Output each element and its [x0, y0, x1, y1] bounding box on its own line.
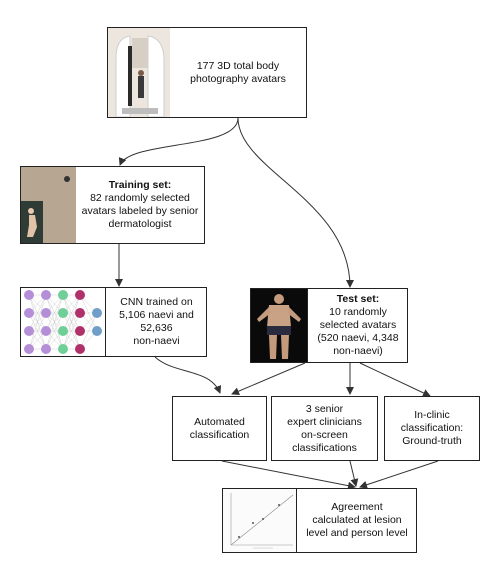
- nn-edge: [45, 312, 64, 350]
- nn-edge: [62, 294, 81, 332]
- test-text: 10 randomly selected avatars (520 naevi,…: [317, 306, 399, 357]
- node-cnn-label: CNN trained on 5,106 naevi and 52,636 no…: [105, 288, 207, 356]
- node-inclinic: [384, 396, 480, 461]
- nn-node: [41, 308, 51, 318]
- arrow-cnn-to-automated: [154, 356, 222, 394]
- training-title: Training set:: [108, 179, 172, 191]
- nn-edge: [79, 312, 98, 350]
- node-training-label: Training set: 82 randomly selected avata…: [76, 167, 204, 243]
- node-automated-label: Automated classification: [189, 415, 250, 441]
- nn-node: [58, 344, 68, 354]
- node-clinicians: [271, 396, 378, 461]
- nn-edge: [62, 312, 81, 350]
- photo-booth-image: [108, 28, 170, 117]
- nn-node: [92, 326, 102, 336]
- node-agreement-label: Agreement calculated at lesion level and…: [296, 489, 417, 552]
- nn-edge: [45, 294, 64, 350]
- nn-node: [92, 308, 102, 318]
- training-avatar-image: [21, 167, 76, 243]
- nn-node: [24, 344, 34, 354]
- node-inclinic-label: In-clinic classification: Ground-truth: [400, 409, 464, 447]
- nn-node: [24, 308, 34, 318]
- arrow-clinicians-to-agreement: [349, 460, 359, 487]
- nn-node: [24, 290, 34, 300]
- nn-node: [24, 326, 34, 336]
- agreement-scatter-thumbnail: [223, 489, 296, 552]
- nn-node: [58, 290, 68, 300]
- nn-node: [75, 290, 85, 300]
- arrow-test-to-automated: [231, 362, 306, 395]
- nn-node: [75, 326, 85, 336]
- nn-edge: [62, 294, 81, 350]
- arrow-test-to-inclinic: [359, 362, 431, 397]
- nn-node: [41, 290, 51, 300]
- node-avatars-label: 177 3D total body photography avatars: [190, 59, 286, 85]
- training-text: 82 randomly selected avatars labeled by …: [81, 192, 199, 230]
- arrow-avatars-to-training: [118, 117, 239, 166]
- nn-node: [41, 326, 51, 336]
- nn-node: [75, 308, 85, 318]
- nn-node: [58, 326, 68, 336]
- nn-node: [58, 308, 68, 318]
- nn-edge: [28, 294, 47, 350]
- nn-edge: [28, 294, 47, 332]
- node-test-label: Test set: 10 randomly selected avatars (…: [307, 289, 408, 362]
- arrow-inclinic-to-agreement: [359, 460, 439, 489]
- test-avatar-image: [251, 289, 307, 362]
- neural-network-icon: [21, 288, 105, 356]
- nn-edge: [45, 294, 64, 332]
- nn-edge: [28, 312, 47, 350]
- nn-node: [75, 344, 85, 354]
- arrow-automated-to-agreement: [221, 460, 356, 490]
- arrow-avatars-to-test: [237, 117, 354, 288]
- test-title: Test set:: [336, 293, 380, 305]
- node-clinicians-label: 3 senior expert clinicians on-screen cla…: [287, 402, 362, 454]
- node-automated: [172, 396, 267, 461]
- nn-node: [41, 344, 51, 354]
